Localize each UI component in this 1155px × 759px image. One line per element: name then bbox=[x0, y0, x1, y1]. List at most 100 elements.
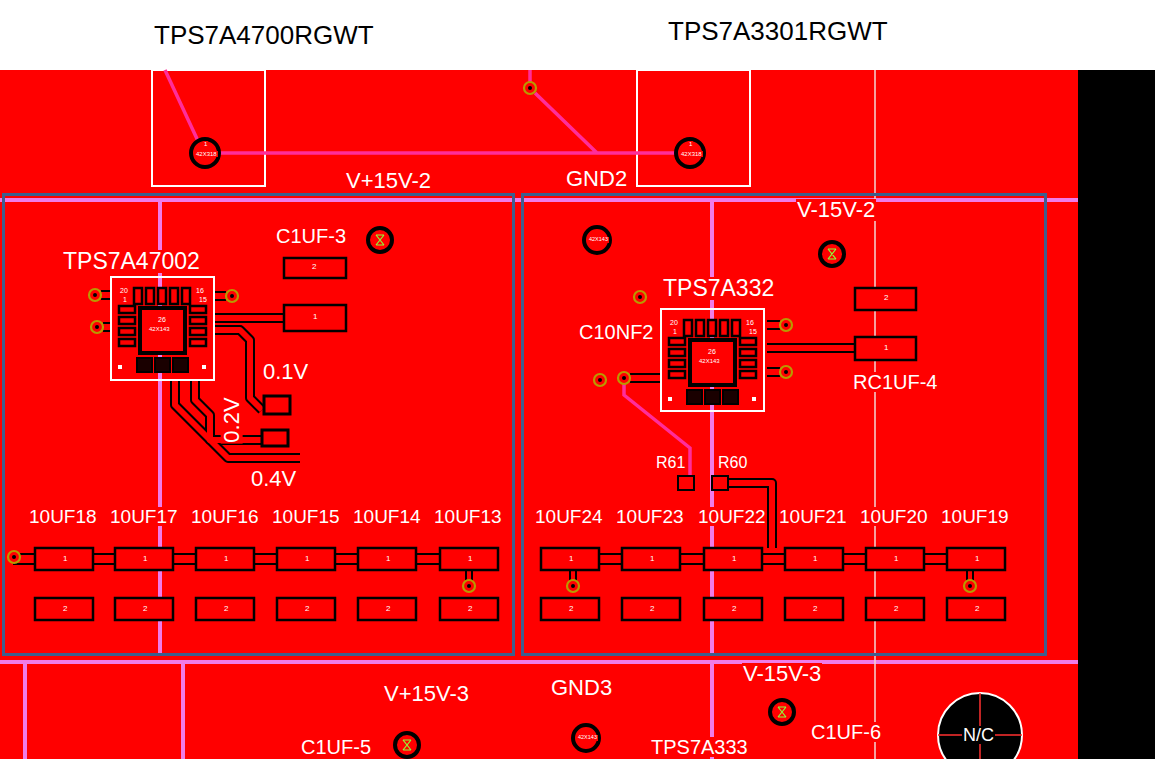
small-via bbox=[8, 551, 20, 563]
via-drill bbox=[784, 370, 788, 374]
silkscreen-label: 42X143 bbox=[588, 237, 609, 243]
silkscreen-label: 15 bbox=[748, 328, 758, 335]
via-drill bbox=[467, 584, 471, 588]
silkscreen-label: 2 bbox=[467, 605, 473, 613]
silkscreen-label: 10UF20 bbox=[859, 507, 929, 526]
silkscreen-label: GND3 bbox=[550, 677, 613, 699]
silkscreen-label: C10NF2 bbox=[578, 322, 654, 342]
silkscreen-label: 2 bbox=[385, 605, 391, 613]
trace-copper bbox=[767, 345, 856, 351]
small-via bbox=[964, 580, 976, 592]
silkscreen-label: 10UF24 bbox=[534, 507, 604, 526]
silkscreen-label: 20 bbox=[119, 287, 129, 294]
silkscreen-label: 1 bbox=[731, 555, 737, 563]
silkscreen-label: 42X143 bbox=[577, 735, 598, 741]
silkscreen-label: 10UF23 bbox=[615, 507, 685, 526]
small-via bbox=[618, 372, 630, 384]
via bbox=[770, 700, 794, 724]
via-marker bbox=[778, 707, 786, 717]
small-via bbox=[524, 82, 536, 94]
silkscreen-label: GND2 bbox=[565, 168, 628, 190]
capacitor-pad bbox=[704, 598, 762, 620]
copper-bridge bbox=[762, 554, 785, 564]
silkscreen-label: 0.4V bbox=[250, 468, 297, 490]
via-drill bbox=[95, 325, 99, 329]
capacitor-pad bbox=[115, 598, 173, 620]
silkscreen-label: TPS7A333 bbox=[650, 737, 749, 757]
capacitor-pad bbox=[358, 548, 416, 570]
trace-outline bbox=[767, 343, 856, 353]
silkscreen-label: 2 bbox=[62, 605, 68, 613]
silkscreen-label: 2 bbox=[812, 605, 818, 613]
capacitor-pad bbox=[115, 548, 173, 570]
plane-region: TPS7A332V-15V-2 bbox=[521, 193, 1047, 656]
trace-outline bbox=[630, 373, 660, 383]
silkscreen-label: 1 bbox=[467, 555, 473, 563]
silkscreen-label: C1UF-3 bbox=[275, 226, 347, 246]
silkscreen-label: 2 bbox=[893, 605, 899, 613]
copper-bridge bbox=[93, 554, 115, 564]
silkscreen-label: 16 bbox=[745, 319, 755, 326]
silkscreen-label: 2 bbox=[142, 605, 148, 613]
copper-bridge bbox=[680, 554, 704, 564]
silkscreen-label: 1 bbox=[883, 344, 889, 352]
via-drill bbox=[12, 555, 16, 559]
capacitor-pad bbox=[35, 598, 93, 620]
plane-boundary bbox=[0, 200, 1078, 759]
trace-outline bbox=[175, 381, 300, 458]
via-drill bbox=[571, 584, 575, 588]
small-via bbox=[226, 290, 238, 302]
via-drill bbox=[638, 295, 642, 299]
silkscreen-label: 1 bbox=[223, 555, 229, 563]
copper-bridge bbox=[254, 554, 277, 564]
copper-bridge bbox=[924, 554, 947, 564]
trace-copper bbox=[175, 381, 300, 458]
via bbox=[676, 139, 704, 167]
board-edge bbox=[1078, 70, 1155, 759]
silkscreen-label: 2 bbox=[649, 605, 655, 613]
via bbox=[573, 725, 599, 751]
small-via bbox=[780, 319, 792, 331]
capacitor-pad bbox=[785, 548, 843, 570]
silkscreen-label: 16 bbox=[195, 287, 205, 294]
ic-footprint bbox=[668, 320, 756, 404]
resistor-pad bbox=[678, 476, 694, 490]
title-strip bbox=[0, 0, 1155, 70]
silkscreen-label: 2 bbox=[731, 605, 737, 613]
hole-crosshair bbox=[938, 693, 1022, 759]
capacitor-pad bbox=[541, 548, 599, 570]
silkscreen-label: 1 bbox=[893, 555, 899, 563]
via bbox=[191, 139, 219, 167]
part-outline bbox=[152, 70, 265, 186]
silkscreen-label: 10UF21 bbox=[778, 507, 848, 526]
capacitor-pad bbox=[440, 548, 498, 570]
capacitor-pad bbox=[622, 548, 680, 570]
silkscreen-label: 1 bbox=[312, 313, 318, 321]
via bbox=[820, 242, 844, 266]
silkscreen-label: 1 bbox=[672, 328, 678, 335]
capacitor-pad bbox=[35, 548, 93, 570]
plane-region: TPS7A47002V+15V-2 bbox=[2, 193, 515, 656]
capacitor-pad bbox=[947, 548, 1005, 570]
silkscreen-label: R60 bbox=[717, 455, 748, 471]
capacitor-pad bbox=[704, 548, 762, 570]
trace-copper bbox=[101, 292, 110, 298]
silkscreen-label: 2 bbox=[974, 605, 980, 613]
small-via bbox=[91, 321, 103, 333]
test-pad bbox=[262, 430, 288, 446]
silkscreen-label: 42X143 bbox=[698, 358, 721, 364]
silkscreen-label: 10UF17 bbox=[109, 507, 179, 526]
copper-bridge bbox=[335, 554, 358, 564]
capacitor-pad bbox=[440, 598, 498, 620]
silkscreen-label: 10UF19 bbox=[940, 507, 1010, 526]
capacitor-pad bbox=[866, 548, 924, 570]
capacitor-pad bbox=[866, 598, 924, 620]
via bbox=[368, 228, 392, 252]
via-drill bbox=[968, 584, 972, 588]
trace-copper bbox=[215, 293, 226, 299]
capacitor-pad bbox=[284, 258, 346, 278]
part-number: TPS7A3301RGWT bbox=[667, 18, 889, 44]
silkscreen-label: 10UF13 bbox=[433, 507, 503, 526]
trace-copper bbox=[215, 315, 285, 321]
